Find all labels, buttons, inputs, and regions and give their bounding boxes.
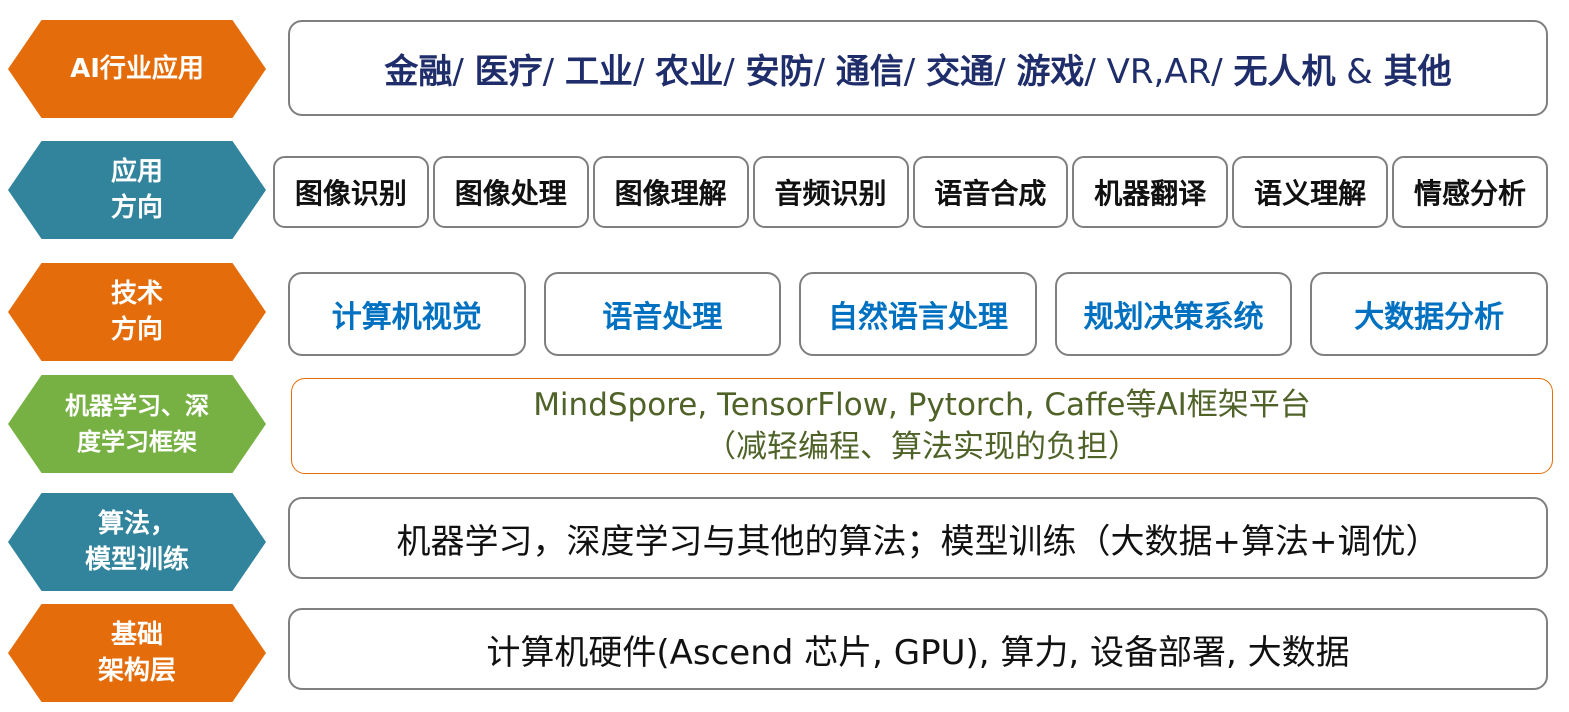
industry-item: 通信 <box>835 51 904 92</box>
layer-label-line: 方向 <box>110 193 163 223</box>
technology-item: 规划决策系统 <box>1054 272 1293 356</box>
industry-item: 农业 <box>655 51 724 92</box>
technology-item: 自然语言处理 <box>799 272 1037 356</box>
industry-item: 金融 <box>384 51 453 92</box>
layer-label-line: 算法， <box>97 509 176 539</box>
layer-label-line: 技术 <box>110 279 163 309</box>
industry-box: 金融/ 医疗/ 工业/ 农业/ 安防/ 通信/ 交通/ 游戏/ VR,AR/ 无… <box>288 20 1548 116</box>
application-item: 图像理解 <box>592 156 749 228</box>
application-item: 音频识别 <box>752 156 909 228</box>
layer-label-line: 基础 <box>110 620 163 650</box>
industry-separator: / <box>542 51 555 92</box>
industry-item: 无人机 <box>1233 51 1336 92</box>
infrastructure-box: 计算机硬件(Ascend 芯片, GPU), 算力, 设备部署, 大数据 <box>288 608 1548 690</box>
industry-list: 金融/ 医疗/ 工业/ 农业/ 安防/ 通信/ 交通/ 游戏/ VR,AR/ 无… <box>384 44 1451 93</box>
industry-item: 医疗 <box>474 51 543 92</box>
layer-label-line: 应用 <box>110 157 163 187</box>
application-item: 图像识别 <box>273 156 429 228</box>
framework-box: MindSpore, TensorFlow, Pytorch, Caffe等AI… <box>291 378 1553 474</box>
technology-item: 计算机视觉 <box>288 272 526 356</box>
algorithms-box: 机器学习，深度学习与其他的算法；模型训练（大数据+算法+调优） <box>288 497 1548 579</box>
layer-label-application-direction: 应用 方向 <box>8 141 266 239</box>
algorithms-text: 机器学习，深度学习与其他的算法；模型训练（大数据+算法+调优） <box>396 521 1440 562</box>
industry-separator: / <box>994 51 1006 92</box>
framework-line-2: （减轻编程、算法实现的负担） <box>705 429 1139 465</box>
industry-separator: / <box>723 51 735 92</box>
layer-label-line: 架构层 <box>97 656 176 686</box>
layer-label-infrastructure: 基础 架构层 <box>8 604 266 702</box>
application-item: 图像处理 <box>432 156 589 228</box>
layer-label-tech-direction: 技术 方向 <box>8 263 266 361</box>
industry-item: 安防 <box>745 51 814 92</box>
layer-label-algorithms: 算法， 模型训练 <box>8 493 266 591</box>
industry-separator: / <box>813 51 825 92</box>
industry-item: 其他 <box>1383 51 1452 92</box>
technology-item: 语音处理 <box>543 272 782 356</box>
layer-label-line: 度学习框架 <box>77 428 197 456</box>
industry-item: 游戏 <box>1016 51 1085 92</box>
industry-joiner: & <box>1346 51 1373 92</box>
industry-separator: / <box>632 51 645 92</box>
application-item: 语义理解 <box>1232 156 1389 228</box>
framework-line-1: MindSpore, TensorFlow, Pytorch, Caffe等AI… <box>533 387 1311 423</box>
layer-label-line: 模型训练 <box>84 545 189 575</box>
industry-item: 交通 <box>926 51 995 92</box>
industry-separator: / <box>903 51 916 92</box>
industry-item: VR,AR <box>1106 51 1212 92</box>
industry-separator: / <box>452 51 464 92</box>
layer-label-ai-industry: AI行业应用 <box>8 20 266 118</box>
layer-label-line: AI行业应用 <box>70 54 204 84</box>
technology-item: 大数据分析 <box>1310 272 1548 356</box>
layer-label-frameworks: 机器学习、深 度学习框架 <box>8 375 266 473</box>
application-item: 情感分析 <box>1392 156 1548 228</box>
industry-separator: / <box>1211 51 1223 92</box>
industry-item: 工业 <box>564 51 633 92</box>
layer-label-line: 机器学习、深 <box>65 392 209 420</box>
layer-label-line: 方向 <box>110 315 163 345</box>
application-item: 语音合成 <box>912 156 1069 228</box>
industry-separator: / <box>1084 51 1096 92</box>
infrastructure-text: 计算机硬件(Ascend 芯片, GPU), 算力, 设备部署, 大数据 <box>486 632 1350 673</box>
application-item: 机器翻译 <box>1072 156 1229 228</box>
